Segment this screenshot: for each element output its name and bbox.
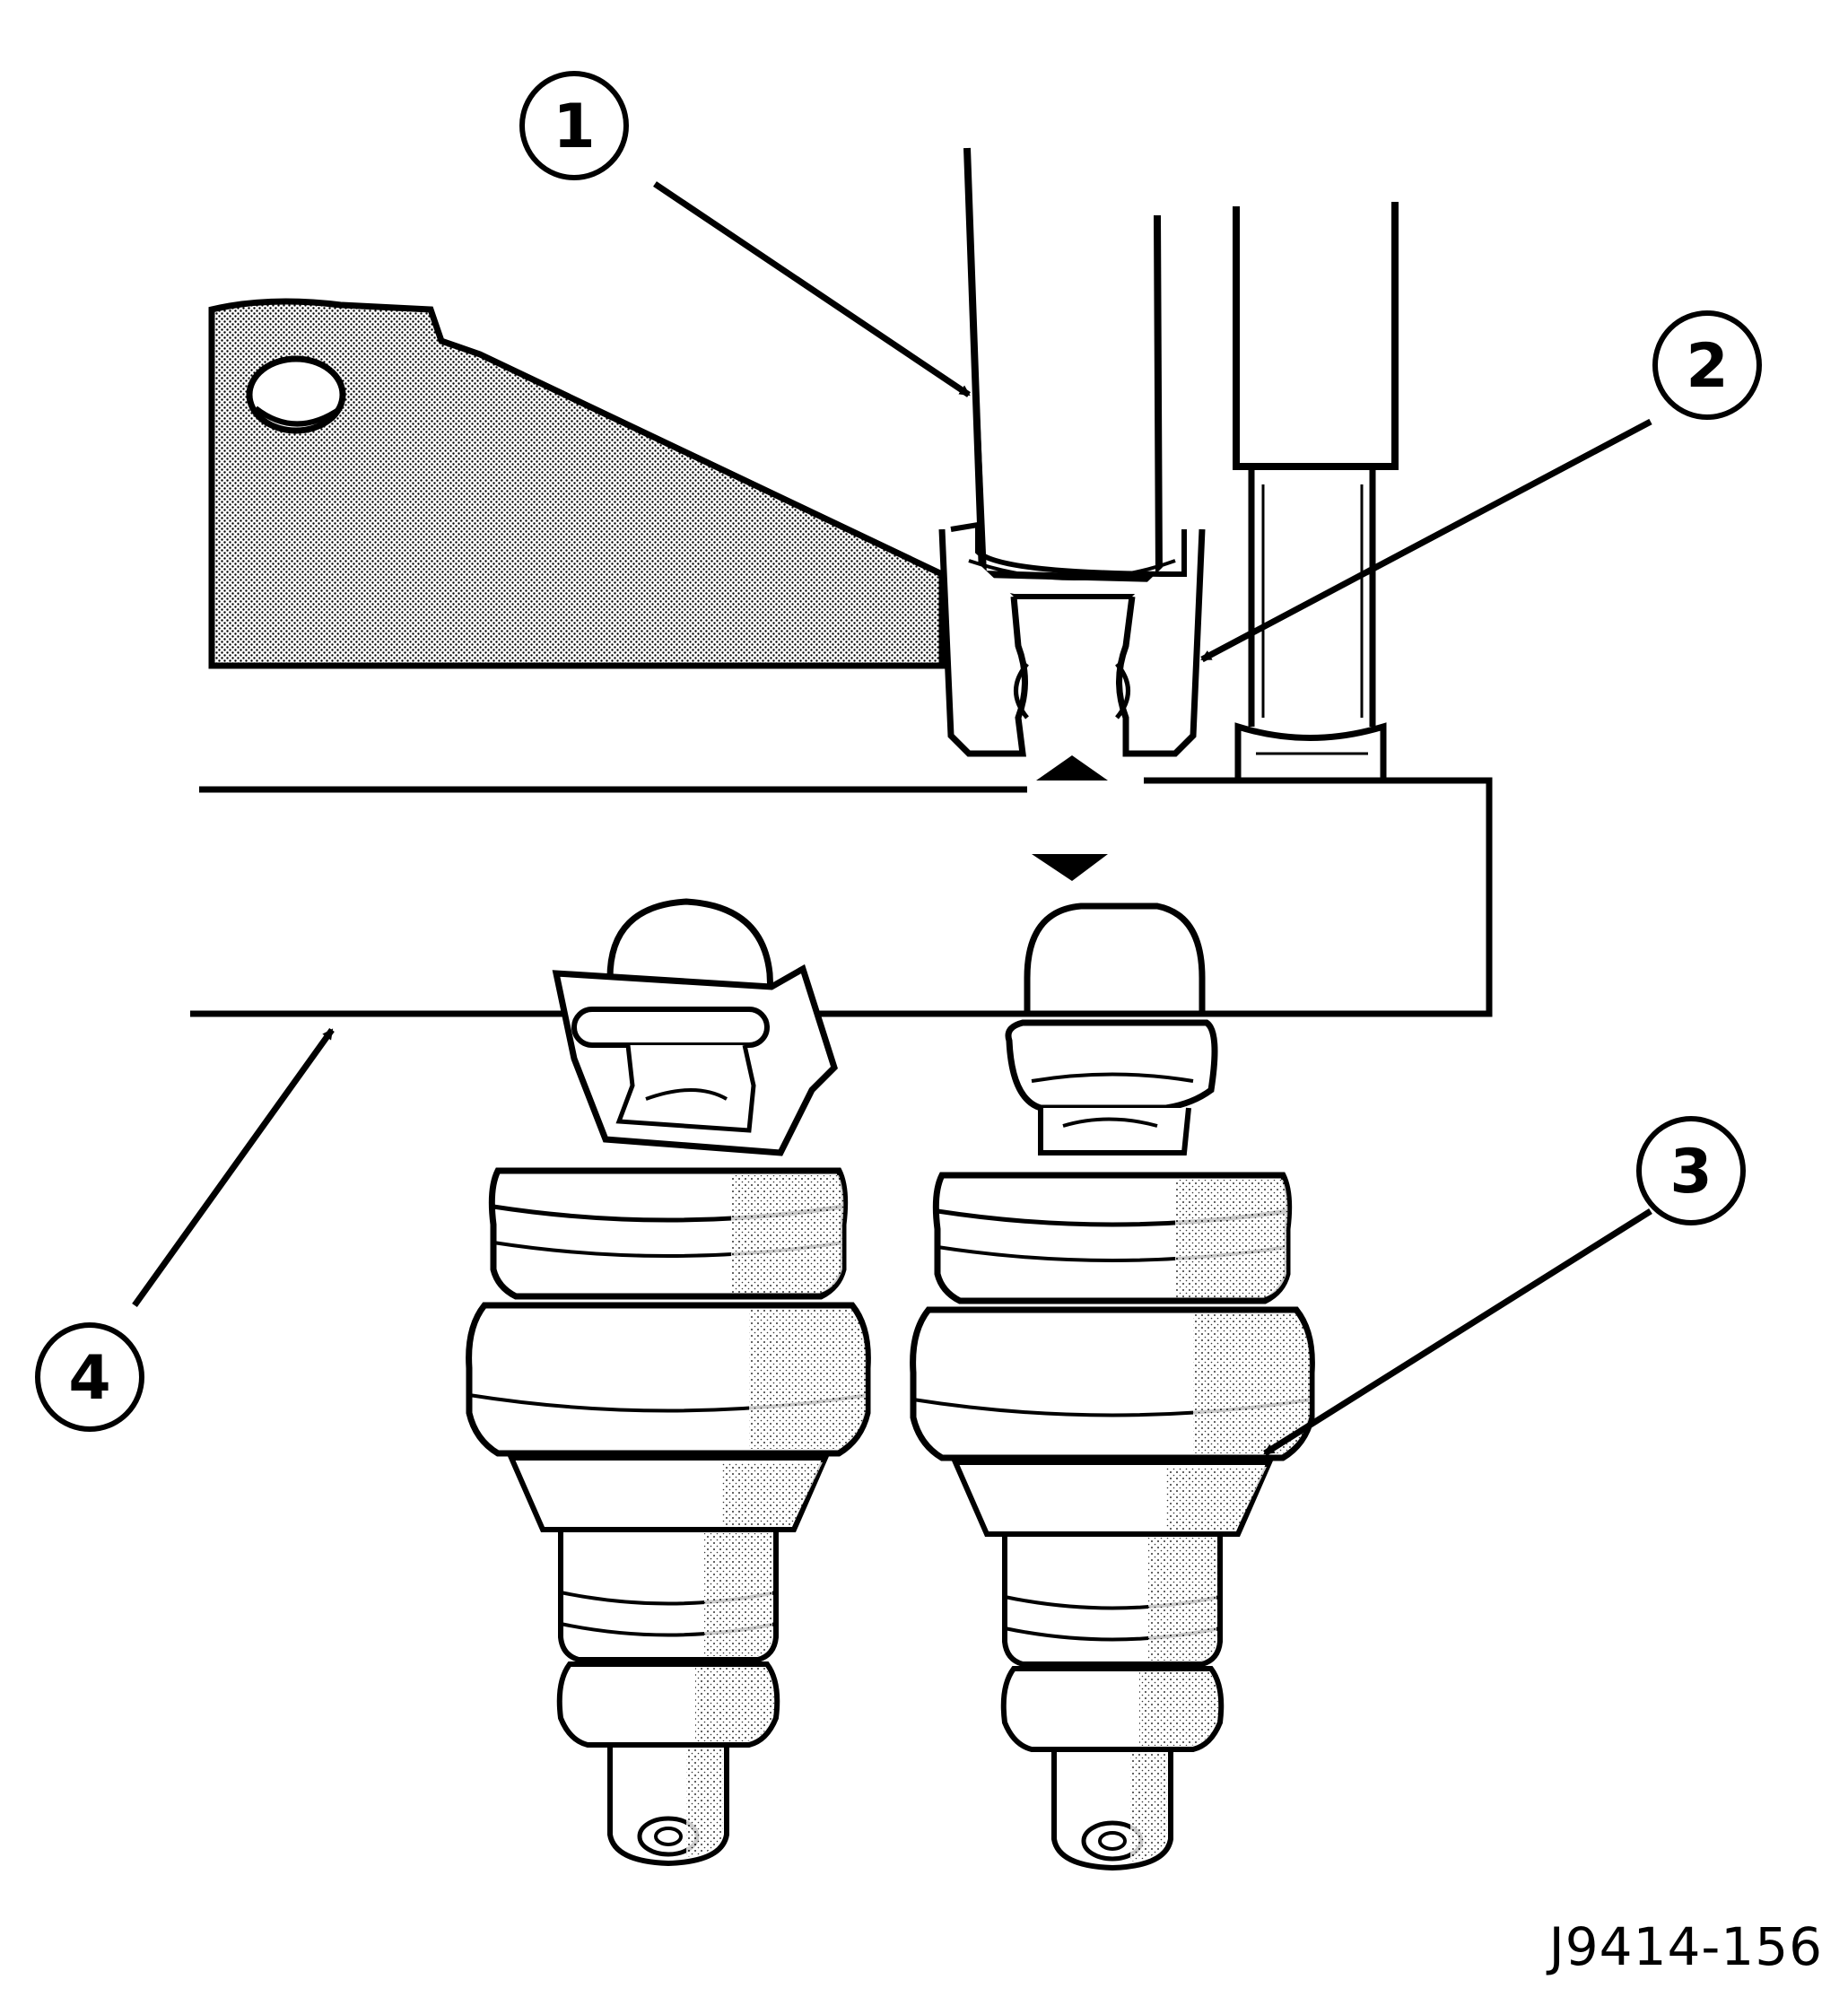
fuel-rail	[190, 755, 1493, 1017]
callout-4: 4	[35, 1322, 144, 1432]
callout-1-label: 1	[553, 92, 595, 162]
injector-left	[469, 898, 868, 1863]
figure-id: J9414-156	[1548, 1916, 1823, 1977]
callout-2-label: 2	[1686, 331, 1728, 402]
callout-2: 2	[1652, 310, 1762, 420]
mounting-bracket	[208, 298, 946, 669]
callout-4-label: 4	[68, 1343, 110, 1414]
fuel-tube	[1233, 202, 1399, 784]
callout-3-label: 3	[1669, 1137, 1712, 1208]
callout-1: 1	[519, 71, 629, 180]
removal-tool	[963, 147, 1164, 599]
leader-lines	[132, 181, 1652, 1456]
retaining-clip	[938, 521, 1206, 757]
callout-3: 3	[1636, 1116, 1746, 1225]
injector-right	[913, 903, 1312, 1868]
